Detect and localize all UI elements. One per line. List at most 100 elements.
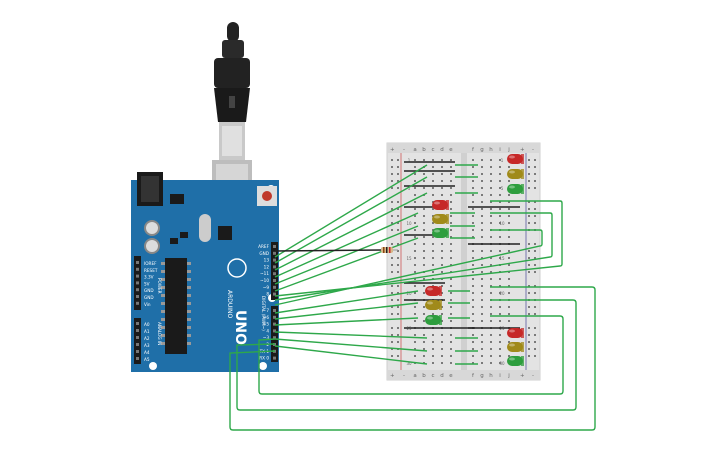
rail-hole[interactable] — [528, 271, 530, 273]
breadboard-hole[interactable] — [499, 159, 501, 161]
rail-hole[interactable] — [397, 187, 399, 189]
breadboard-hole[interactable] — [490, 278, 492, 280]
breadboard-hole[interactable] — [472, 173, 474, 175]
breadboard-hole[interactable] — [432, 236, 434, 238]
breadboard-hole[interactable] — [508, 257, 510, 259]
breadboard-hole[interactable] — [472, 194, 474, 196]
rail-hole[interactable] — [391, 215, 393, 217]
breadboard-hole[interactable] — [441, 348, 443, 350]
rail-hole[interactable] — [391, 159, 393, 161]
breadboard-hole[interactable] — [481, 320, 483, 322]
breadboard-hole[interactable] — [450, 334, 452, 336]
rail-hole[interactable] — [534, 306, 536, 308]
breadboard-hole[interactable] — [499, 257, 501, 259]
breadboard-hole[interactable] — [423, 180, 425, 182]
rail-hole[interactable] — [528, 187, 530, 189]
breadboard-hole[interactable] — [450, 229, 452, 231]
rail-hole[interactable] — [397, 257, 399, 259]
header-pin[interactable] — [273, 292, 276, 296]
header-pin[interactable] — [136, 350, 139, 353]
breadboard-hole[interactable] — [490, 166, 492, 168]
led-green[interactable] — [507, 356, 524, 366]
header-pin[interactable] — [136, 322, 139, 325]
breadboard-hole[interactable] — [414, 166, 416, 168]
header-pin[interactable] — [273, 356, 276, 360]
breadboard-hole[interactable] — [423, 229, 425, 231]
breadboard-hole[interactable] — [414, 271, 416, 273]
header-pin[interactable] — [136, 288, 139, 292]
breadboard-hole[interactable] — [481, 285, 483, 287]
rail-hole[interactable] — [528, 201, 530, 203]
breadboard-hole[interactable] — [450, 348, 452, 350]
rail-hole[interactable] — [397, 264, 399, 266]
breadboard-hole[interactable] — [414, 292, 416, 294]
breadboard-hole[interactable] — [490, 236, 492, 238]
breadboard-hole[interactable] — [481, 215, 483, 217]
breadboard-hole[interactable] — [432, 334, 434, 336]
header-pin[interactable] — [273, 322, 276, 326]
breadboard-hole[interactable] — [499, 313, 501, 315]
breadboard-hole[interactable] — [432, 250, 434, 252]
header-pin[interactable] — [136, 261, 139, 264]
breadboard-hole[interactable] — [450, 180, 452, 182]
rail-hole[interactable] — [391, 285, 393, 287]
breadboard-hole[interactable] — [450, 173, 452, 175]
breadboard-hole[interactable] — [481, 180, 483, 182]
breadboard-hole[interactable] — [414, 236, 416, 238]
breadboard-hole[interactable] — [441, 264, 443, 266]
breadboard-hole[interactable] — [499, 285, 501, 287]
breadboard-hole[interactable] — [481, 313, 483, 315]
breadboard-hole[interactable] — [450, 215, 452, 217]
breadboard-hole[interactable] — [481, 341, 483, 343]
breadboard-hole[interactable] — [481, 250, 483, 252]
breadboard-hole[interactable] — [490, 341, 492, 343]
breadboard-hole[interactable] — [508, 313, 510, 315]
breadboard-hole[interactable] — [490, 173, 492, 175]
breadboard-hole[interactable] — [414, 187, 416, 189]
breadboard-hole[interactable] — [490, 222, 492, 224]
rail-hole[interactable] — [534, 355, 536, 357]
rail-hole[interactable] — [391, 208, 393, 210]
rail-hole[interactable] — [391, 355, 393, 357]
breadboard-hole[interactable] — [423, 278, 425, 280]
breadboard-hole[interactable] — [472, 166, 474, 168]
rail-hole[interactable] — [391, 166, 393, 168]
rail-hole[interactable] — [528, 208, 530, 210]
breadboard-hole[interactable] — [508, 320, 510, 322]
breadboard-hole[interactable] — [490, 271, 492, 273]
breadboard-hole[interactable] — [508, 355, 510, 357]
header-pin[interactable] — [136, 329, 139, 332]
rail-hole[interactable] — [397, 341, 399, 343]
rail-hole[interactable] — [528, 313, 530, 315]
rail-hole[interactable] — [391, 292, 393, 294]
breadboard-hole[interactable] — [472, 159, 474, 161]
led-green[interactable] — [507, 184, 524, 194]
breadboard-hole[interactable] — [472, 257, 474, 259]
breadboard-hole[interactable] — [432, 159, 434, 161]
breadboard-hole[interactable] — [481, 334, 483, 336]
breadboard-hole[interactable] — [481, 292, 483, 294]
breadboard-hole[interactable] — [481, 159, 483, 161]
rail-hole[interactable] — [397, 313, 399, 315]
breadboard-hole[interactable] — [450, 355, 452, 357]
breadboard-hole[interactable] — [441, 341, 443, 343]
breadboard-hole[interactable] — [508, 222, 510, 224]
breadboard-hole[interactable] — [490, 334, 492, 336]
led-yellow[interactable] — [432, 214, 449, 224]
rail-hole[interactable] — [397, 180, 399, 182]
rail-hole[interactable] — [391, 334, 393, 336]
breadboard-hole[interactable] — [499, 250, 501, 252]
breadboard-hole[interactable] — [508, 306, 510, 308]
rail-hole[interactable] — [534, 180, 536, 182]
breadboard-hole[interactable] — [414, 355, 416, 357]
header-pin[interactable] — [273, 315, 276, 319]
rail-hole[interactable] — [534, 257, 536, 259]
header-pin[interactable] — [136, 343, 139, 346]
breadboard-hole[interactable] — [499, 334, 501, 336]
rail-hole[interactable] — [534, 271, 536, 273]
breadboard-hole[interactable] — [441, 243, 443, 245]
breadboard-hole[interactable] — [481, 194, 483, 196]
breadboard-hole[interactable] — [508, 278, 510, 280]
breadboard-hole[interactable] — [450, 278, 452, 280]
breadboard-hole[interactable] — [499, 362, 501, 364]
